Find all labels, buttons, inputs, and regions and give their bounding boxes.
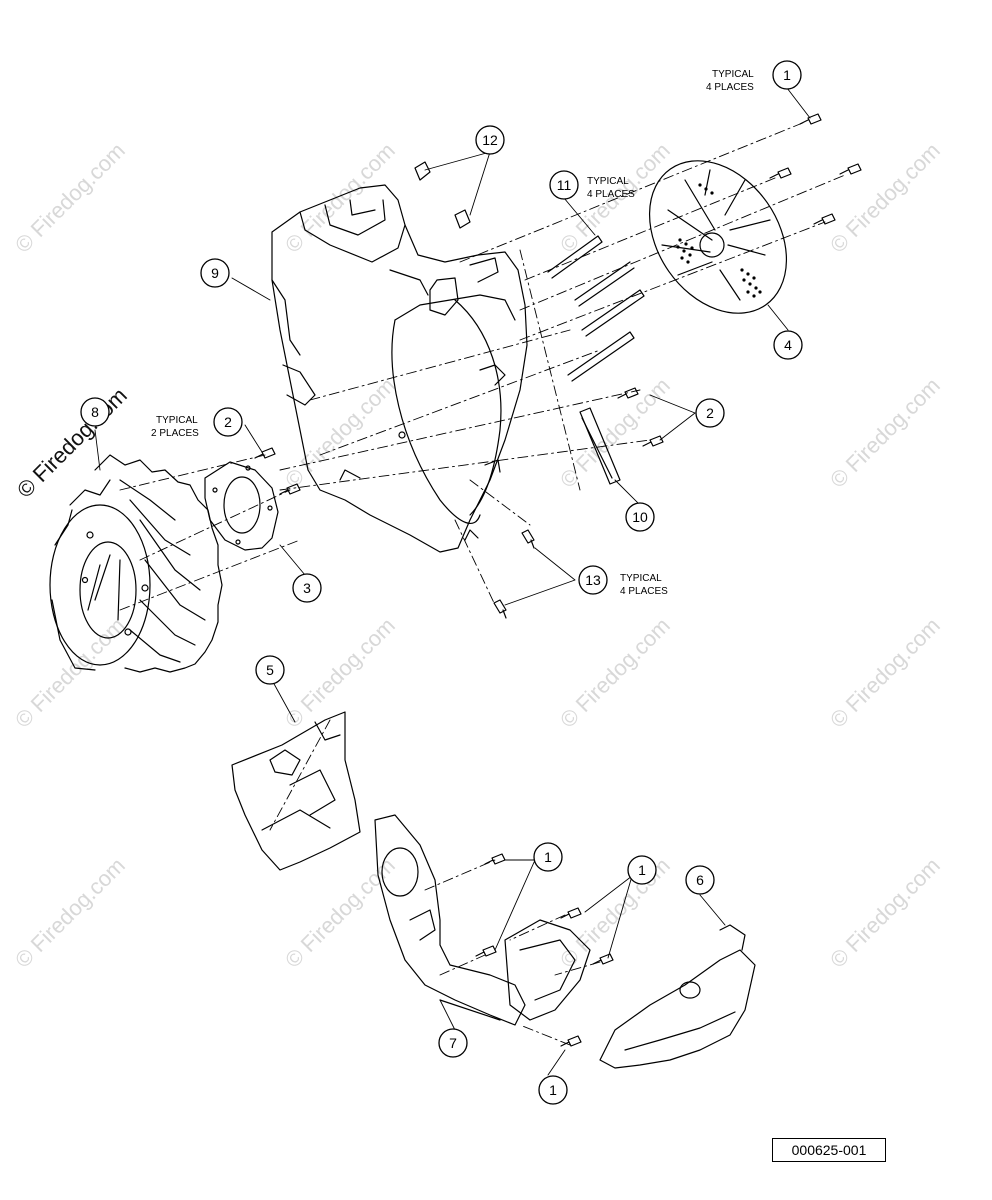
callout-number: 2 <box>706 405 714 421</box>
assembly-axis-lines <box>119 121 846 1046</box>
blower-housing-part-9 <box>271 184 528 553</box>
callout-number: 9 <box>211 265 219 281</box>
callout-numbers: 1 12 11 9 4 8 2 2 10 3 13 5 1 1 6 7 1 <box>91 67 792 1098</box>
callout-number: 5 <box>266 662 274 678</box>
callout-number: 1 <box>783 67 791 83</box>
bracket-part-10 <box>579 407 621 485</box>
note-line: 4 PLACES <box>620 586 668 597</box>
cover-part-6 <box>599 924 756 1069</box>
callout-number: 10 <box>632 509 648 525</box>
flywheel-part-8 <box>49 454 223 673</box>
note-line: 2 PLACES <box>151 428 199 439</box>
note-line: TYPICAL <box>587 176 629 187</box>
callout-number: 11 <box>557 177 572 193</box>
callout-number: 6 <box>696 872 704 888</box>
note-line: TYPICAL <box>156 415 198 426</box>
cover-part-5 <box>231 711 361 871</box>
callout-number: 1 <box>544 849 552 865</box>
callout-number: 1 <box>549 1082 557 1098</box>
callout-number: 3 <box>303 580 311 596</box>
callout-number: 4 <box>784 337 792 353</box>
callout-number: 7 <box>449 1035 457 1051</box>
standoffs-part-11 <box>547 235 645 382</box>
callout-number: 13 <box>585 572 601 588</box>
plate-part-3 <box>204 461 279 551</box>
drawing-id-box: 000625-001 <box>772 1138 886 1162</box>
screws <box>254 113 862 1047</box>
note-line: TYPICAL <box>712 69 754 80</box>
leader-lines <box>94 87 811 1076</box>
note-line: 4 PLACES <box>587 189 635 200</box>
callout-number: 12 <box>482 132 498 148</box>
screen-part-4 <box>648 160 788 314</box>
callout-number: 8 <box>91 404 99 420</box>
bracket-part-7 <box>374 814 591 1026</box>
note-line: 4 PLACES <box>706 82 754 93</box>
note-line: TYPICAL <box>620 573 662 584</box>
callout-circles <box>80 60 803 1105</box>
typical-notes: TYPICAL 4 PLACES TYPICAL 4 PLACES TYPICA… <box>151 69 754 597</box>
callout-number: 2 <box>224 414 232 430</box>
callout-number: 1 <box>638 862 646 878</box>
clips-part-12 <box>414 161 471 229</box>
